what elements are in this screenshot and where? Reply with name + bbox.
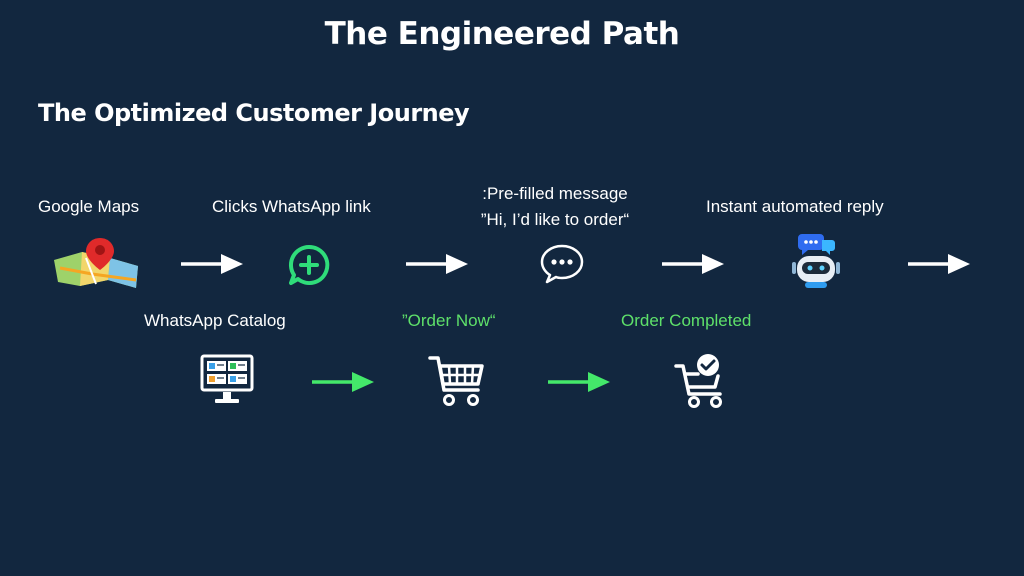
page-subtitle: The Optimized Customer Journey — [38, 99, 470, 127]
flow-arrow — [181, 252, 243, 276]
shopping-cart-icon — [428, 354, 486, 408]
prefilled-line-1: :Pre-filled message — [482, 184, 628, 203]
step-label-google-maps: Google Maps — [38, 197, 140, 216]
step-label-order-now: ”Order Now“ — [402, 311, 496, 330]
chat-bubble-icon — [540, 244, 584, 284]
catalog-monitor-icon — [200, 354, 254, 406]
map-pin-icon — [52, 236, 140, 292]
step-label-whatsapp-catalog: WhatsApp Catalog — [144, 311, 286, 330]
flow-arrow — [908, 252, 970, 276]
flow-arrow-green — [312, 370, 374, 394]
flow-arrow — [406, 252, 468, 276]
cart-check-icon — [674, 352, 730, 408]
page-title: The Engineered Path — [324, 16, 680, 52]
step-label-order-completed: Order Completed — [621, 311, 752, 330]
flow-arrow — [662, 252, 724, 276]
prefilled-line-2: ”Hi, I’d like to order“ — [480, 210, 630, 229]
flow-arrow-green — [548, 370, 610, 394]
robot-icon — [788, 232, 844, 290]
step-label-prefilled-message: :Pre-filled message ”Hi, I’d like to ord… — [440, 181, 670, 233]
step-label-whatsapp-link: Clicks WhatsApp link — [212, 197, 371, 216]
step-label-automated-reply: Instant automated reply — [706, 197, 884, 216]
whatsapp-plus-icon — [288, 244, 330, 286]
